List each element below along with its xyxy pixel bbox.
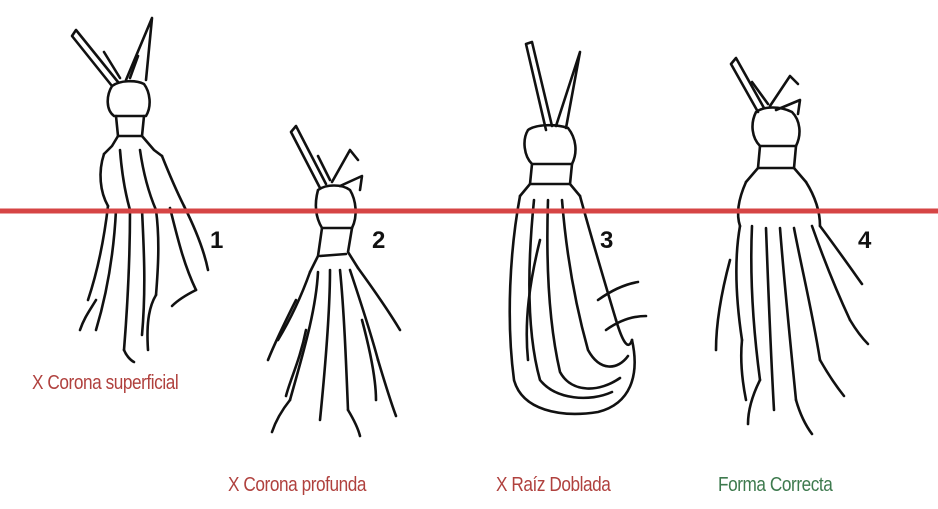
plant-4-caption: Forma Correcta [718,474,832,497]
plant-2-drawing [268,126,400,436]
plant-3-caption: X Raíz Doblada [496,474,610,497]
plant-1-drawing [72,18,208,362]
plant-3-number: 3 [600,227,613,255]
plant-4-number: 4 [858,227,871,255]
plant-1-number: 1 [210,227,223,255]
plant-1-caption: X Corona superficial [32,372,178,395]
plant-3-drawing [510,42,646,414]
plant-4-drawing [716,58,868,434]
plant-2-caption: X Corona profunda [228,474,366,497]
plant-2-number: 2 [372,227,385,255]
